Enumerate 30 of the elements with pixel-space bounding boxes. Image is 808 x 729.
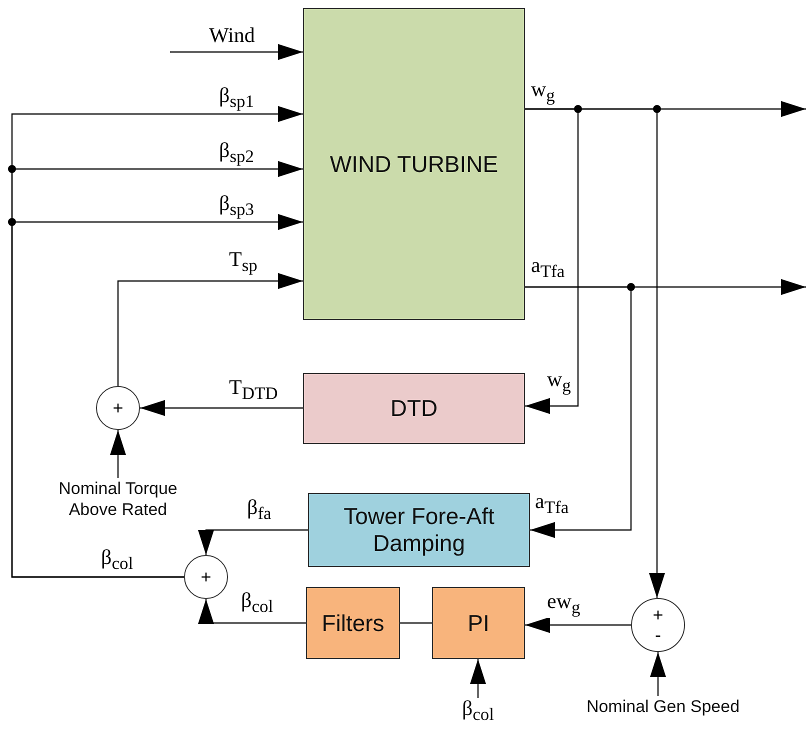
edge-label: β$_{sp2}$: [218, 139, 255, 168]
filter-block: Filters: [306, 587, 400, 659]
connector-line: [400, 622, 432, 624]
arrow: [198, 599, 306, 624]
arrow: [170, 44, 303, 60]
summing-junction: [96, 386, 140, 430]
arrow: [470, 659, 486, 698]
sign-text: +: [200, 567, 212, 587]
arrow: [117, 273, 303, 386]
sign-text: +: [112, 398, 124, 418]
plant-block: WIND TURBINE: [303, 8, 525, 320]
arrow: [525, 617, 631, 633]
sign-text: -: [655, 625, 661, 645]
input-label: Nominal Torque Above Rated: [38, 478, 198, 520]
controller-block: PI: [432, 587, 525, 659]
arrow: [525, 108, 665, 598]
input-label: Nominal Gen Speed: [568, 696, 758, 717]
edge-label: β$_{sp1}$: [218, 84, 255, 112]
edge-label: β$_{sp3}$: [218, 192, 255, 220]
arrow: [110, 430, 126, 478]
arrow: [650, 652, 666, 696]
arrow: [525, 286, 632, 538]
summing-junction: [184, 555, 228, 599]
controller-block: Tower Fore-Aft Damping: [308, 493, 530, 567]
summing-junction: [631, 598, 685, 652]
arrow: [140, 400, 303, 416]
sign-text: +: [652, 605, 664, 625]
arrow: [198, 529, 308, 555]
input-label: β$_{col}$: [458, 698, 498, 726]
controller-block: DTD: [303, 373, 525, 444]
